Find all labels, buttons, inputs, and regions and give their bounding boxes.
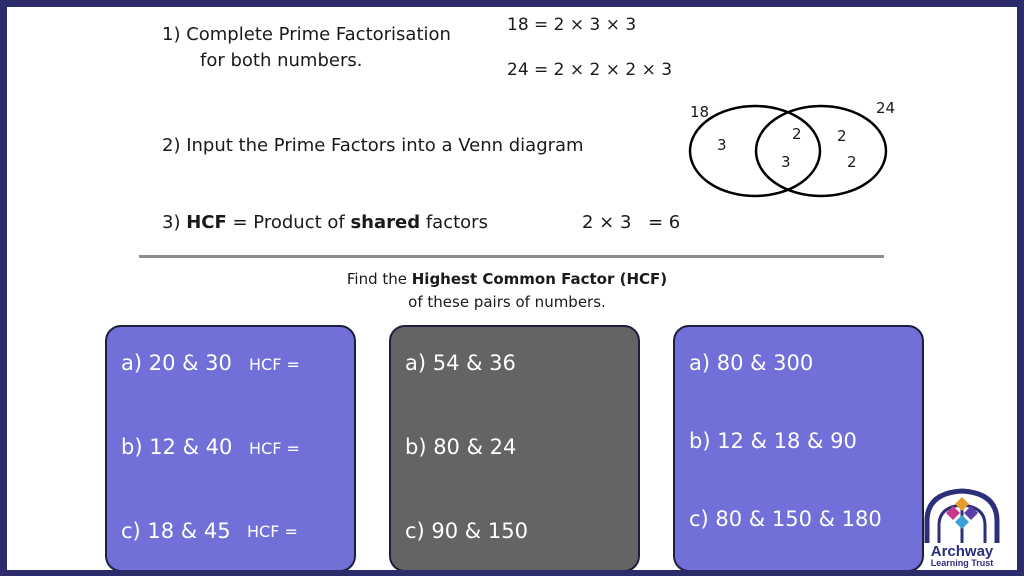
question-c: c) 18 & 45 (121, 519, 231, 543)
hcf-label: HCF = (247, 522, 298, 541)
question-panel-1: a) 20 & 30 HCF = b) 12 & 40 HCF = c) 18 … (105, 325, 356, 570)
question-a: a) 54 & 36 (405, 351, 516, 375)
divider (139, 255, 884, 258)
instruction-bold: Highest Common Factor (HCF) (411, 270, 668, 288)
step3-suffix: factors (420, 212, 488, 233)
instruction-line1: Find the Highest Common Factor (HCF) (307, 270, 707, 288)
venn-shared-factor: 2 (792, 125, 802, 143)
venn-left-only-factor: 3 (717, 136, 727, 154)
hcf-label: HCF = (249, 439, 300, 458)
step3-text: 3) HCF = Product of shared factors (162, 212, 488, 233)
slide: 1) Complete Prime Factorisation for both… (7, 7, 1017, 570)
step3-result: = 6 (648, 212, 681, 233)
venn-right-only-factor: 2 (837, 127, 847, 145)
venn-circle-24 (754, 104, 888, 198)
step3-prefix: 3) (162, 212, 187, 233)
question-panel-2: a) 54 & 36 b) 80 & 24 c) 90 & 150 (389, 325, 640, 570)
venn-circle-18 (688, 104, 822, 198)
venn-label-18: 18 (690, 103, 710, 121)
venn-diagram (688, 104, 888, 198)
question-b: b) 80 & 24 (405, 435, 517, 459)
question-c: c) 90 & 150 (405, 519, 528, 543)
venn-shared-factor: 3 (781, 153, 791, 171)
question-c: c) 80 & 150 & 180 (689, 507, 882, 531)
factorisation-24: 24 = 2 × 2 × 2 × 3 (507, 60, 673, 80)
question-a: a) 20 & 30 (121, 351, 232, 375)
instruction-line2: of these pairs of numbers. (408, 293, 606, 311)
step2-text: 2) Input the Prime Factors into a Venn d… (162, 135, 584, 156)
instruction-prefix: Find the (346, 270, 412, 288)
venn-right-only-factor: 2 (847, 153, 857, 171)
step3-hcf: HCF (186, 212, 227, 233)
logo-subtitle: Learning Trust (930, 558, 994, 568)
hcf-label: HCF = (249, 355, 300, 374)
step1-line2: for both numbers. (200, 50, 363, 71)
question-a: a) 80 & 300 (689, 351, 814, 375)
archway-logo-icon (924, 488, 1000, 543)
step3-mid: = Product of (226, 212, 351, 233)
logo-name: Archway (930, 543, 994, 560)
venn-label-24: 24 (876, 99, 896, 117)
step3-shared: shared (350, 212, 421, 233)
question-b: b) 12 & 40 (121, 435, 233, 459)
question-b: b) 12 & 18 & 90 (689, 429, 857, 453)
step3-product: 2 × 3 (582, 212, 632, 233)
factorisation-18: 18 = 2 × 3 × 3 (507, 15, 637, 35)
step1-line1: 1) Complete Prime Factorisation (162, 24, 451, 45)
archway-logo: Archway Learning Trust (917, 487, 1007, 569)
question-panel-3: a) 80 & 300 b) 12 & 18 & 90 c) 80 & 150 … (673, 325, 924, 570)
